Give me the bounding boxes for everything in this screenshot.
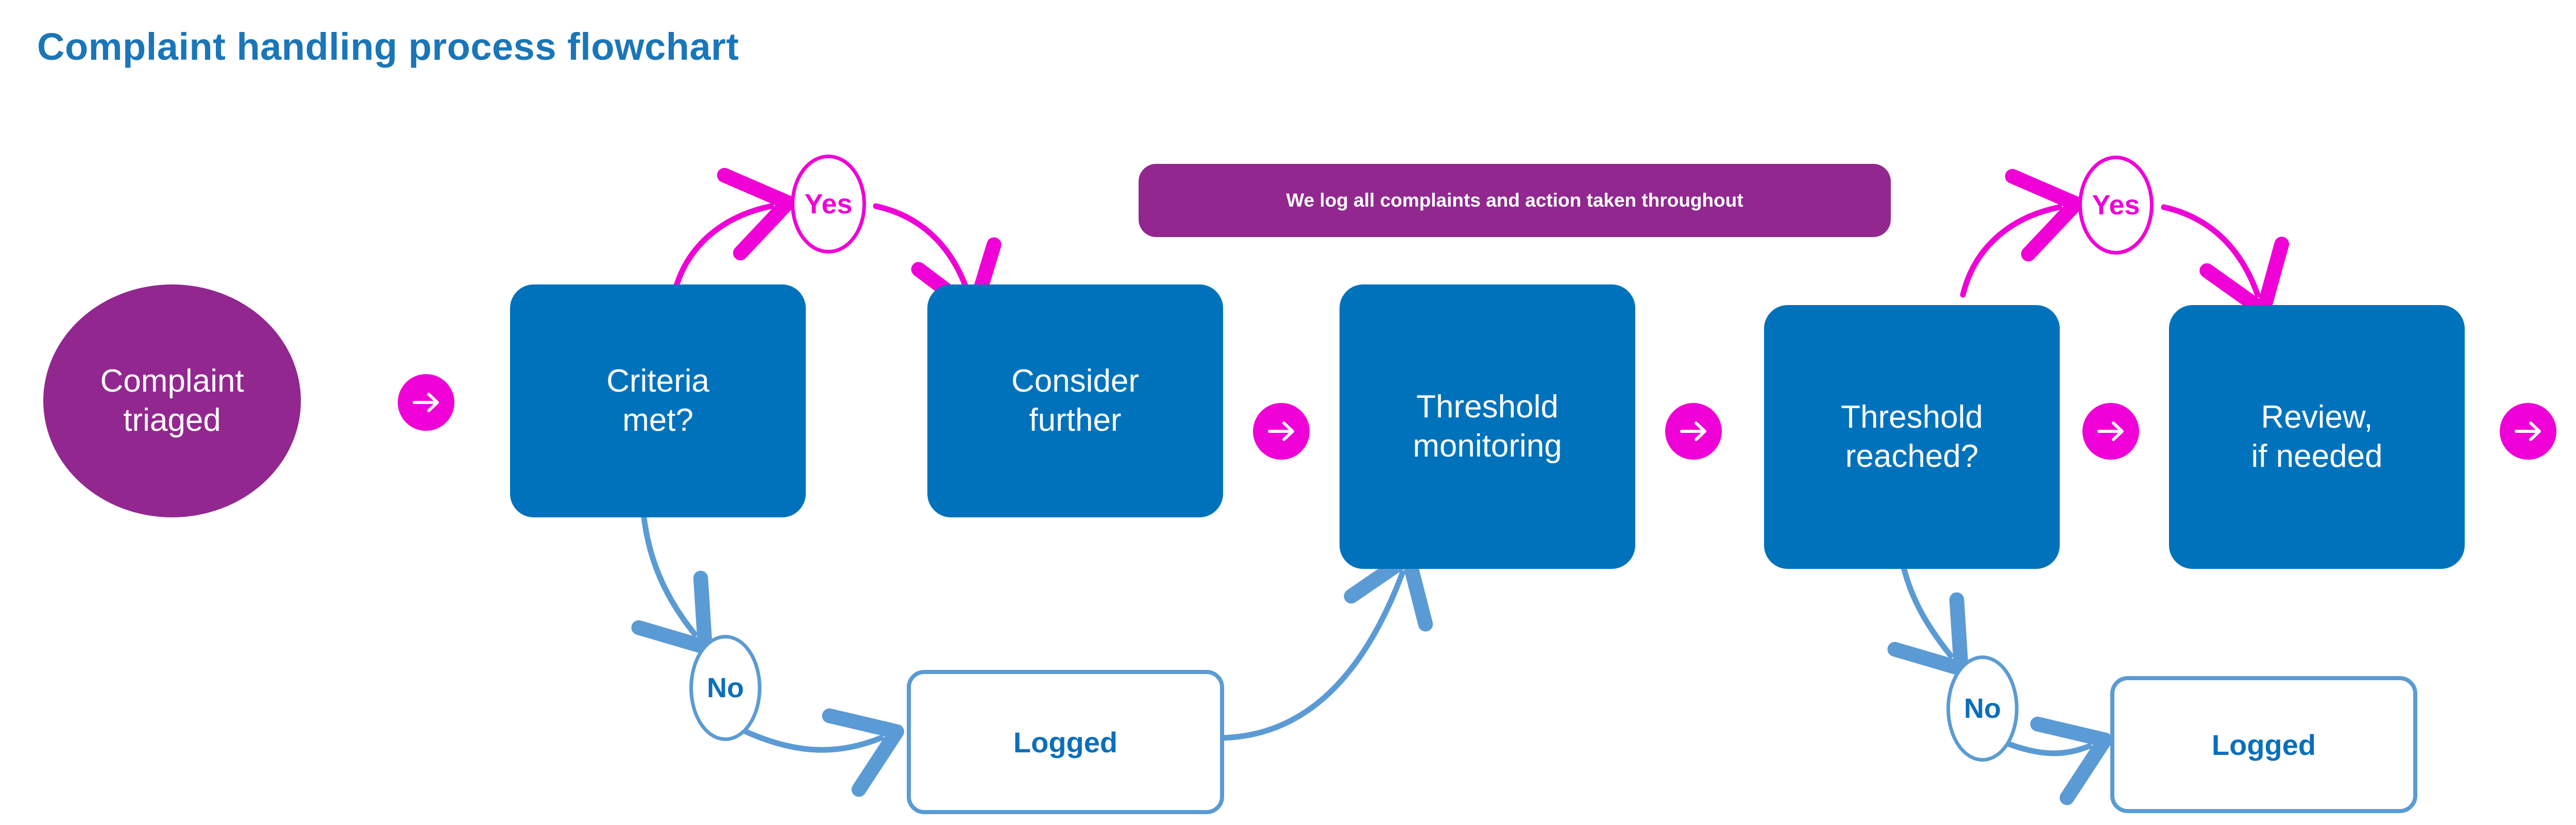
arrow-right-glyph [413, 393, 439, 412]
arrow-right-icon-consider-to-monitoring [1253, 403, 1310, 460]
arrow-right-icon-reached-to-review [2082, 403, 2139, 460]
arrow-right-glyph [2515, 422, 2541, 441]
process-note-pill: We log all complaints and action taken t… [1139, 164, 1891, 237]
logged-box-threshold[interactable]: Logged [2110, 676, 2417, 813]
node-label-line2: met? [622, 402, 693, 438]
node-label-line1: Consider [1011, 363, 1140, 399]
badge-no-threshold: No [1946, 655, 2019, 762]
node-label-line2: further [1029, 402, 1122, 438]
node-threshold-monitoring[interactable]: Threshold monitoring [1340, 284, 1635, 569]
node-complaint-triaged[interactable]: Complaint triaged [43, 284, 301, 517]
node-label-line2: if needed [2251, 439, 2383, 474]
node-criteria-met[interactable]: Criteria met? [510, 284, 806, 517]
node-review-if-needed[interactable]: Review, if needed [2169, 305, 2465, 569]
node-label-line2: reached? [1845, 439, 1979, 474]
arrow-right-glyph [2097, 422, 2124, 441]
node-label-line1: Review, [2261, 399, 2373, 435]
badge-no-label: No [707, 672, 744, 703]
badge-yes-label: Yes [804, 189, 853, 220]
node-label-line1: Criteria [606, 363, 709, 399]
arrow-right-glyph [1680, 422, 1706, 441]
arrow-right-icon-review-to-engagement [2500, 403, 2556, 460]
page-title: Complaint handling process flowchart [37, 25, 739, 68]
process-note-text: We log all complaints and action taken t… [1286, 190, 1743, 211]
badge-yes-threshold: Yes [2078, 156, 2154, 255]
node-consider-further[interactable]: Consider further [927, 284, 1223, 517]
node-label-line2: triaged [123, 402, 221, 438]
node-label-line1: Threshold [1416, 389, 1558, 425]
arrow-right-glyph [1268, 422, 1294, 441]
node-label-line2: monitoring [1413, 428, 1562, 464]
badge-yes-label: Yes [2092, 190, 2140, 221]
logged-box-criteria[interactable]: Logged [907, 670, 1224, 814]
logged-label: Logged [1013, 726, 1118, 759]
arrow-right-icon-monitoring-to-reached [1665, 403, 1722, 460]
badge-no-criteria: No [689, 635, 761, 741]
node-threshold-reached[interactable]: Threshold reached? [1764, 305, 2060, 569]
logged-label: Logged [2211, 728, 2316, 761]
node-label-line1: Complaint [100, 363, 244, 399]
node-label-line1: Threshold [1841, 399, 1983, 435]
badge-no-label: No [1964, 693, 2001, 724]
arrow-right-icon-triaged-to-criteria [398, 374, 454, 431]
badge-yes-criteria: Yes [791, 155, 866, 254]
